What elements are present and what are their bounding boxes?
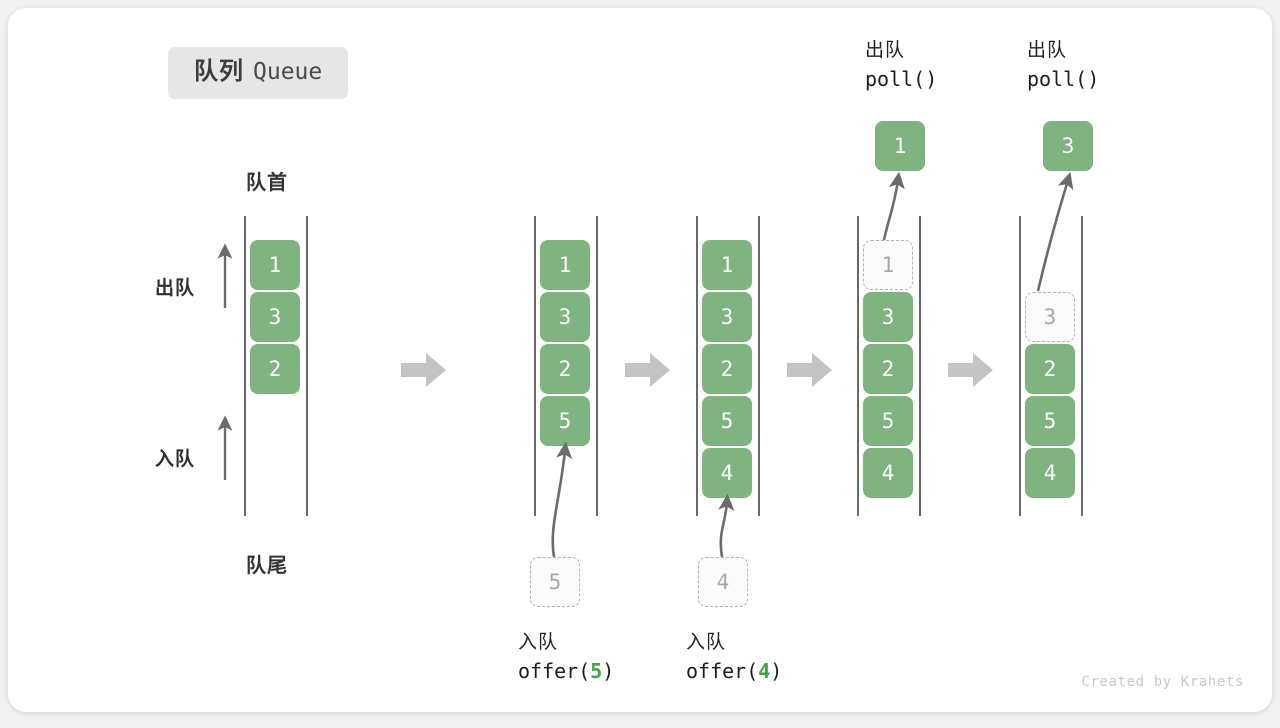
enqueue-ghost-cell: 5 bbox=[530, 557, 580, 607]
queue-cell: 4 bbox=[702, 448, 752, 498]
queue-rail bbox=[534, 216, 536, 516]
queue-cell: 3 bbox=[702, 292, 752, 342]
queue-cell: 2 bbox=[250, 344, 300, 394]
dequeued-cell: 3 bbox=[1043, 121, 1093, 171]
dequeue-caption: 出队 poll() bbox=[1027, 38, 1099, 93]
queue-cell: 4 bbox=[863, 448, 913, 498]
enqueue-caption-code: offer(4) bbox=[686, 657, 782, 685]
side-label-enqueue: 入队 bbox=[155, 449, 196, 470]
diagram-title-badge: 队列 Queue bbox=[168, 47, 349, 99]
queue-cell: 1 bbox=[250, 240, 300, 290]
queue-cell: 5 bbox=[1025, 396, 1075, 446]
dequeue-caption-code: poll() bbox=[865, 66, 938, 91]
code-number: 4 bbox=[758, 658, 771, 683]
queue-rail bbox=[306, 216, 308, 516]
code-number: 5 bbox=[590, 658, 603, 683]
queue-cell: 5 bbox=[863, 396, 913, 446]
queue-cell: 3 bbox=[540, 292, 590, 342]
queue-cell: 2 bbox=[1025, 344, 1075, 394]
enqueue-ghost-cell: 4 bbox=[698, 557, 748, 607]
queue-cell-ghost: 1 bbox=[863, 240, 913, 290]
code-suffix: ) bbox=[770, 658, 783, 683]
enqueue-arrow-4 bbox=[718, 493, 735, 558]
step-arrow-icon bbox=[787, 350, 833, 390]
title-cn: 队列 bbox=[194, 58, 244, 85]
queue-cell: 3 bbox=[863, 292, 913, 342]
code-prefix: offer( bbox=[518, 658, 591, 683]
queue-cell: 5 bbox=[540, 396, 590, 446]
step-arrow-icon bbox=[401, 350, 447, 390]
dequeue-caption-cn: 出队 bbox=[865, 40, 906, 61]
queue-cell: 2 bbox=[540, 344, 590, 394]
queue-cell: 2 bbox=[863, 344, 913, 394]
queue-rail bbox=[758, 216, 760, 516]
queue-cell: 4 bbox=[1025, 448, 1075, 498]
code-suffix: ) bbox=[602, 658, 615, 683]
queue-cell: 1 bbox=[702, 240, 752, 290]
queue-rail bbox=[1019, 216, 1021, 516]
enqueue-caption: 入队 offer(5) bbox=[518, 630, 614, 685]
queue-rail bbox=[919, 216, 921, 516]
code-prefix: offer( bbox=[686, 658, 759, 683]
step-arrow-icon bbox=[948, 350, 994, 390]
footer-credit: Created by Krahets bbox=[1081, 674, 1244, 690]
queue-tail-label: 队尾 bbox=[246, 555, 288, 577]
step-arrow-icon bbox=[625, 350, 671, 390]
dequeue-caption-code: poll() bbox=[1027, 66, 1100, 91]
dequeued-cell: 1 bbox=[875, 121, 925, 171]
queue-cell: 1 bbox=[540, 240, 590, 290]
enqueue-caption: 入队 offer(4) bbox=[686, 630, 782, 685]
queue-rail bbox=[244, 216, 246, 516]
queue-rail bbox=[1081, 216, 1083, 516]
enqueue-caption-cn: 入队 bbox=[518, 632, 559, 653]
queue-cell: 5 bbox=[702, 396, 752, 446]
dequeue-arrow-1 bbox=[882, 171, 905, 241]
enqueue-caption-code: offer(5) bbox=[518, 657, 614, 685]
side-label-dequeue: 出队 bbox=[155, 278, 196, 299]
queue-rail bbox=[696, 216, 698, 516]
queue-cell: 3 bbox=[250, 292, 300, 342]
title-en: Queue bbox=[253, 59, 323, 85]
queue-head-label: 队首 bbox=[246, 172, 288, 194]
queue-cell-ghost: 3 bbox=[1025, 292, 1075, 342]
dequeue-caption-cn: 出队 bbox=[1027, 40, 1068, 61]
enqueue-caption-cn: 入队 bbox=[686, 632, 727, 653]
dequeue-arrow-3 bbox=[1036, 172, 1074, 292]
dequeue-caption: 出队 poll() bbox=[865, 38, 937, 93]
enqueue-arrow-5 bbox=[551, 441, 573, 558]
queue-rail bbox=[857, 216, 859, 516]
queue-rail bbox=[596, 216, 598, 516]
queue-cell: 2 bbox=[702, 344, 752, 394]
